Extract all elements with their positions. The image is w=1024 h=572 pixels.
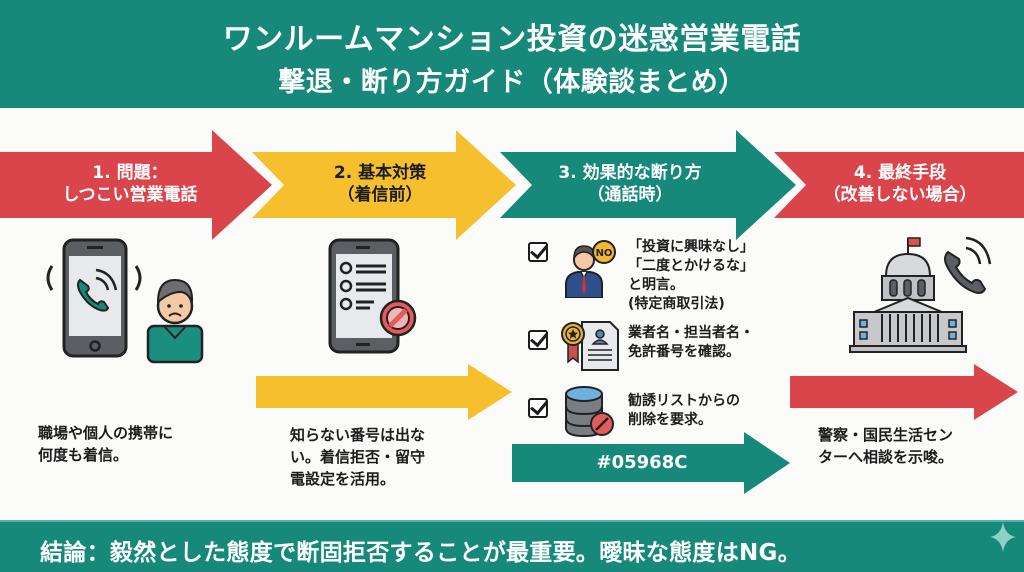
checklist-item-2-text: 業者名・担当者名・ 免許番号を確認。 (628, 324, 754, 362)
step-2-description-line-1: 知らない番号は出な (290, 426, 426, 444)
checklist-item-2-line-1: 業者名・担当者名・ (628, 325, 754, 341)
step-1-description: 職場や個人の携帯に 何度も着信。 (38, 422, 173, 466)
title-line-2: 撃退・断り方ガイド（体験談まとめ） (278, 67, 746, 98)
step-3-arrow (500, 130, 796, 240)
checklist-item-1-line-1: 「投資に興味なし」 (628, 239, 754, 255)
government-building-phone-icon (849, 236, 992, 353)
step-4-arrow (774, 152, 1024, 218)
svg-text:NO: NO (596, 248, 613, 259)
checklist-item-2-line-2: 免許番号を確認。 (628, 344, 740, 360)
yellow-flow-arrow (256, 364, 512, 420)
businessman-saying-no-icon: NO (565, 240, 616, 298)
title-line-1: ワンルームマンション投資の迷惑営業電話 (222, 22, 802, 57)
red-flow-arrow (790, 364, 1018, 420)
phone-settings-block-icon (328, 238, 417, 354)
step-4-description-line-1: 警察・国民生活セン (818, 426, 954, 444)
conclusion-text: 結論：毅然とした態度で断固拒否することが最重要。曖昧な態度はNG。 (40, 540, 802, 566)
checkbox-checked-icon (528, 242, 548, 262)
checklist-item-1-text: 「投資に興味なし」 「二度とかけるな」 と明言。 (特定商取引法) (628, 238, 754, 314)
step-4-description-line-2: ターへ相談を示唆。 (818, 448, 954, 466)
step-1-description-line-1: 職場や個人の携帯に (38, 424, 174, 442)
step-1-label: 1. 問題： しつこい営業電話 (30, 162, 230, 206)
step-4-description: 警察・国民生活セン ターへ相談を示唆。 (818, 424, 953, 468)
step-2-label-line-2: （着信前） (337, 185, 423, 205)
checklist-item-1-line-2: 「二度とかけるな」 (628, 258, 754, 274)
step-1-arrow (0, 130, 272, 240)
checkbox-checked-icon (528, 330, 548, 350)
step-2-arrow (252, 130, 516, 240)
step-3-label-line-1: 3. 効果的な断り方 (558, 163, 702, 183)
checklist-item-3-text: 勧誘リストからの 削除を要求。 (628, 392, 740, 430)
step-4-label-line-2: （改善しない場合） (823, 185, 977, 205)
step-2-label-line-1: 2. 基本対策 (333, 163, 427, 183)
title-banner: ワンルームマンション投資の迷惑営業電話 撃退・断り方ガイド（体験談まとめ） (0, 0, 1024, 108)
database-block-icon (565, 386, 614, 438)
conclusion-banner: 結論：毅然とした態度で断固拒否することが最重要。曖昧な態度はNG。 (0, 520, 1024, 572)
checkbox-checked-icon (528, 398, 548, 418)
teal-flow-arrow (512, 432, 790, 494)
step-4-label-line-1: 4. 最終手段 (853, 163, 947, 183)
step-2-description: 知らない番号は出な い。着信拒否・留守 電設定を活用。 (290, 424, 425, 490)
step-1-description-line-2: 何度も着信。 (38, 446, 129, 464)
checklist-item-1-line-3: と明言。 (628, 277, 684, 293)
step-1-label-line-2: しつこい営業電話 (62, 185, 198, 205)
step-2-description-line-2: い。着信拒否・留守 (290, 448, 426, 466)
step-1-label-line-1: 1. 問題： (92, 163, 168, 183)
checklist-item-3-line-2: 削除を要求。 (628, 412, 712, 428)
step-3-label-line-2: （通話時） (587, 185, 673, 205)
step-2-description-line-3: 電設定を活用。 (290, 470, 396, 488)
step-4-label: 4. 最終手段 （改善しない場合） (800, 162, 1000, 206)
sparkle-icon (990, 522, 1016, 552)
checklist-item-1-line-4: (特定商取引法) (628, 296, 725, 312)
teal-arrow-hex-label: #05968C (596, 452, 688, 473)
step-3-label: 3. 効果的な断り方 （通話時） (530, 162, 730, 206)
step-2-label: 2. 基本対策 （着信前） (290, 162, 470, 206)
checklist-item-3-line-1: 勧誘リストからの (628, 393, 740, 409)
ringing-phone-and-worried-person-icon (46, 238, 204, 364)
license-certificate-icon (561, 321, 619, 371)
